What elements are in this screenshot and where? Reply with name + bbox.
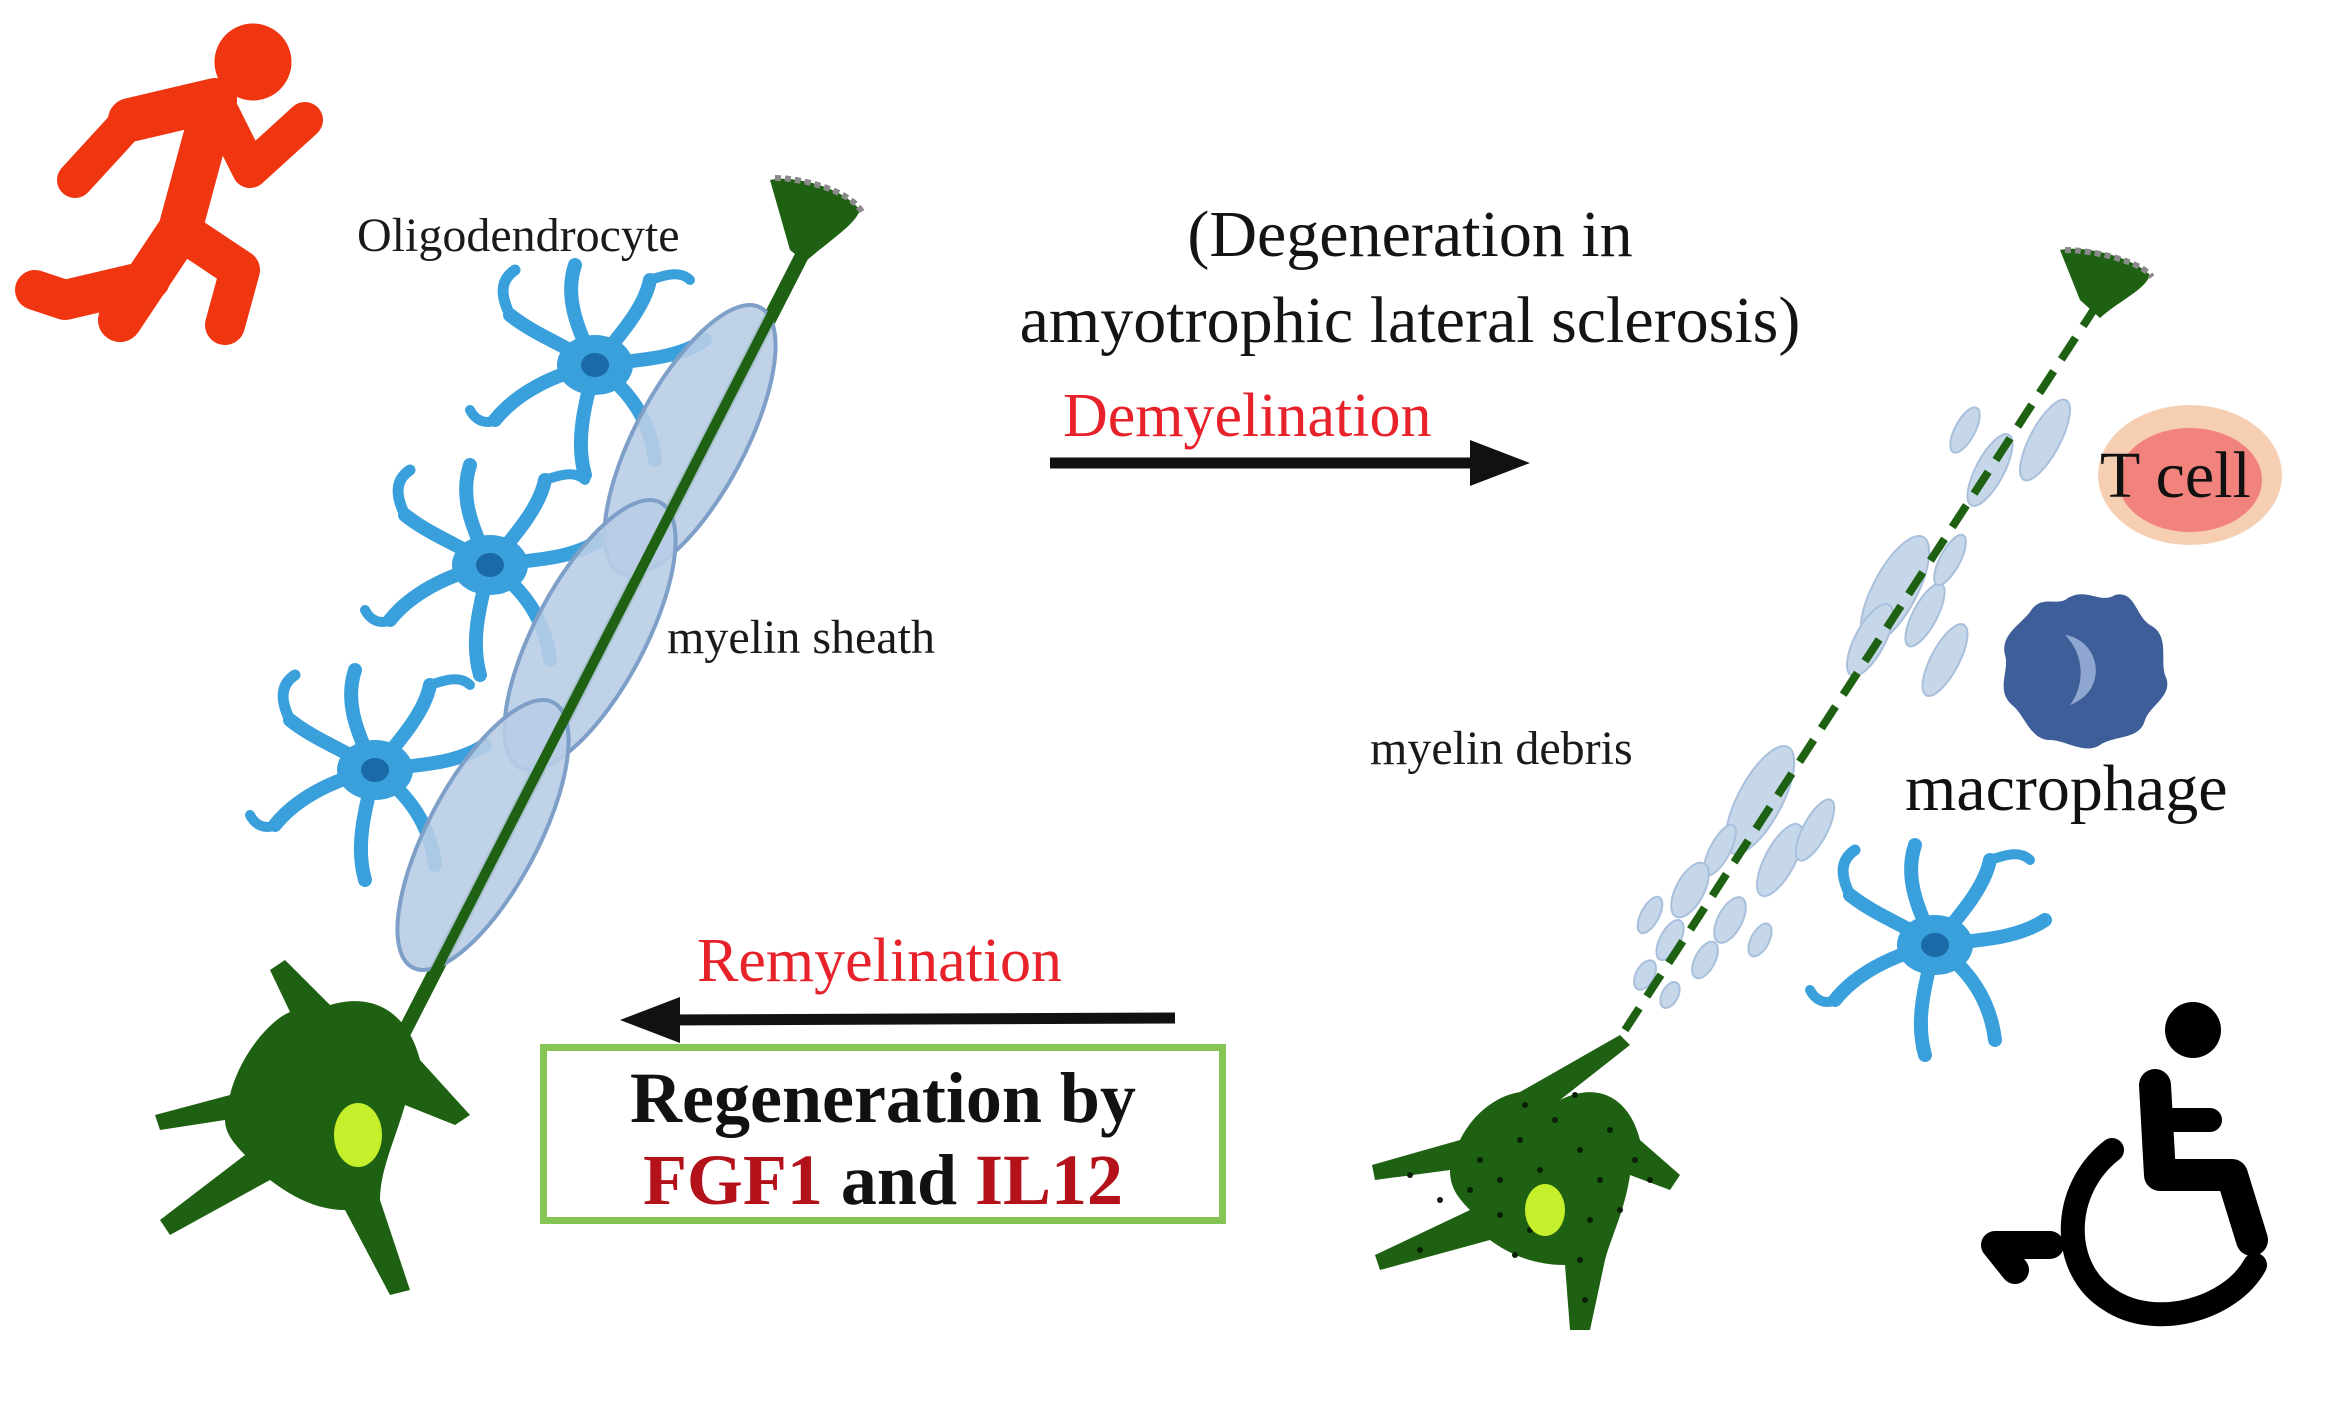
oligodendrocyte-cell-4 [1810,845,2045,1055]
running-person-icon [15,23,323,345]
remyelination-arrow [659,1012,1176,1026]
fgf1-factor: FGF1 [642,1140,823,1220]
healthy-neuron [155,175,865,1295]
neuron-soma [155,960,470,1295]
t-cell-label: T cell [2100,439,2251,512]
macrophage-icon [2003,594,2168,749]
oligodendrocyte-label: Oligodendrocyte [357,209,680,262]
demyelination-label: Demyelination [1063,382,1432,450]
il12-factor: IL12 [975,1140,1124,1220]
degeneration-caption-line1: (Degeneration in [1187,198,1633,271]
myelin-sheath-label: myelin sheath [667,611,935,664]
conjunction-text: and [840,1140,957,1220]
remyelination-label: Remyelination [697,927,1063,995]
degenerating-neuron [1372,247,2155,1330]
regeneration-box: Regeneration by FGF1 and IL12 [540,1044,1226,1224]
degeneration-caption: (Degeneration in amyotrophic lateral scl… [880,192,1940,364]
t-cell-icon [2098,405,2282,545]
myelin-debris-fragments [1633,398,2071,1009]
macrophage-label: macrophage [1905,752,2228,825]
myelin-debris-label: myelin debris [1370,722,1633,775]
regeneration-line1: Regeneration by [630,1058,1136,1138]
degenerating-soma [1372,1035,1680,1330]
degeneration-caption-line2: amyotrophic lateral sclerosis) [1019,284,1801,357]
myelin-sheaths [395,303,778,972]
wheelchair-icon [1981,1002,2268,1327]
regeneration-line2: FGF1 and IL12 [547,1139,1219,1221]
